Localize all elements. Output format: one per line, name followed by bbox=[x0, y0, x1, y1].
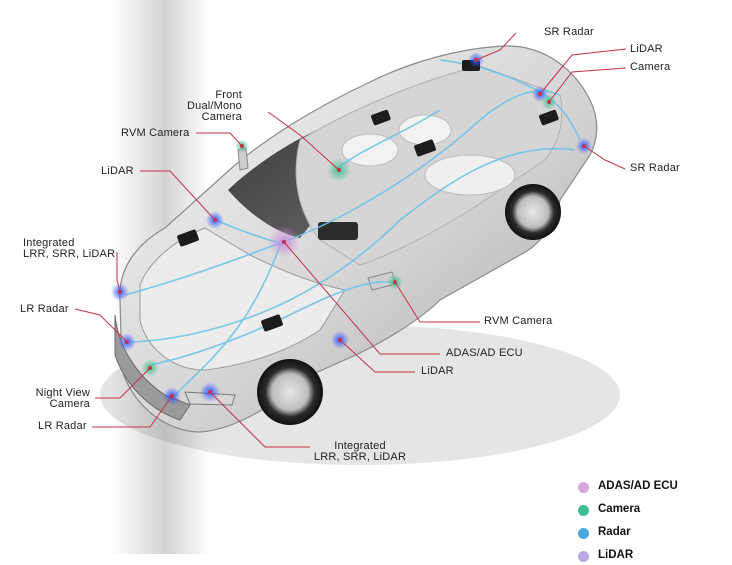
label-lidar-left: LiDAR bbox=[101, 165, 134, 177]
front-wheel bbox=[257, 359, 323, 425]
rear-wheel bbox=[505, 184, 561, 240]
label-rvm-camera-right: RVM Camera bbox=[484, 315, 553, 327]
label-sr-radar-right: SR Radar bbox=[630, 162, 680, 174]
sensor-pad bbox=[371, 109, 391, 126]
legend-label: Camera bbox=[598, 503, 641, 515]
label-night-view-camera: Night View Camera bbox=[35, 387, 90, 410]
legend-label: ADAS/AD ECU bbox=[598, 480, 678, 492]
label-camera-top-right: Camera bbox=[630, 61, 671, 73]
car-interior bbox=[295, 65, 563, 266]
label-rvm-camera-left: RVM Camera bbox=[121, 127, 190, 139]
label-lidar-top-right: LiDAR bbox=[630, 43, 663, 55]
sensor-pad bbox=[261, 314, 283, 332]
label-integrated-bottom: Integrated LRR, SRR, LiDAR bbox=[313, 440, 407, 463]
label-integrated-left: Integrated LRR, SRR, LiDAR bbox=[23, 237, 116, 260]
leader-lines bbox=[74, 32, 627, 448]
legend-dot-icon bbox=[578, 482, 589, 493]
leader-endpoints bbox=[118, 58, 586, 398]
legend-dot-icon bbox=[578, 528, 589, 539]
center-console bbox=[318, 222, 358, 240]
legend-label: LiDAR bbox=[598, 549, 634, 561]
label-sr-radar-top: SR Radar bbox=[544, 26, 594, 38]
label-adas-ecu: ADAS/AD ECU bbox=[446, 347, 523, 359]
front-seat-left bbox=[341, 133, 399, 167]
legend-dot-icon bbox=[578, 551, 589, 562]
sensor-pad bbox=[539, 109, 559, 126]
label-lidar-bottom: LiDAR bbox=[421, 365, 454, 377]
sensor-pad bbox=[414, 139, 436, 157]
label-lr-radar-left-top: LR Radar bbox=[20, 303, 69, 315]
label-lr-radar-left-bottom: LR Radar bbox=[38, 420, 87, 432]
legend-label: Radar bbox=[598, 526, 631, 538]
sensor-pad bbox=[177, 229, 199, 247]
legend-dot-icon bbox=[578, 505, 589, 516]
rear-seat bbox=[424, 154, 516, 196]
label-front-camera: Front Dual/Mono Camera bbox=[187, 89, 242, 123]
